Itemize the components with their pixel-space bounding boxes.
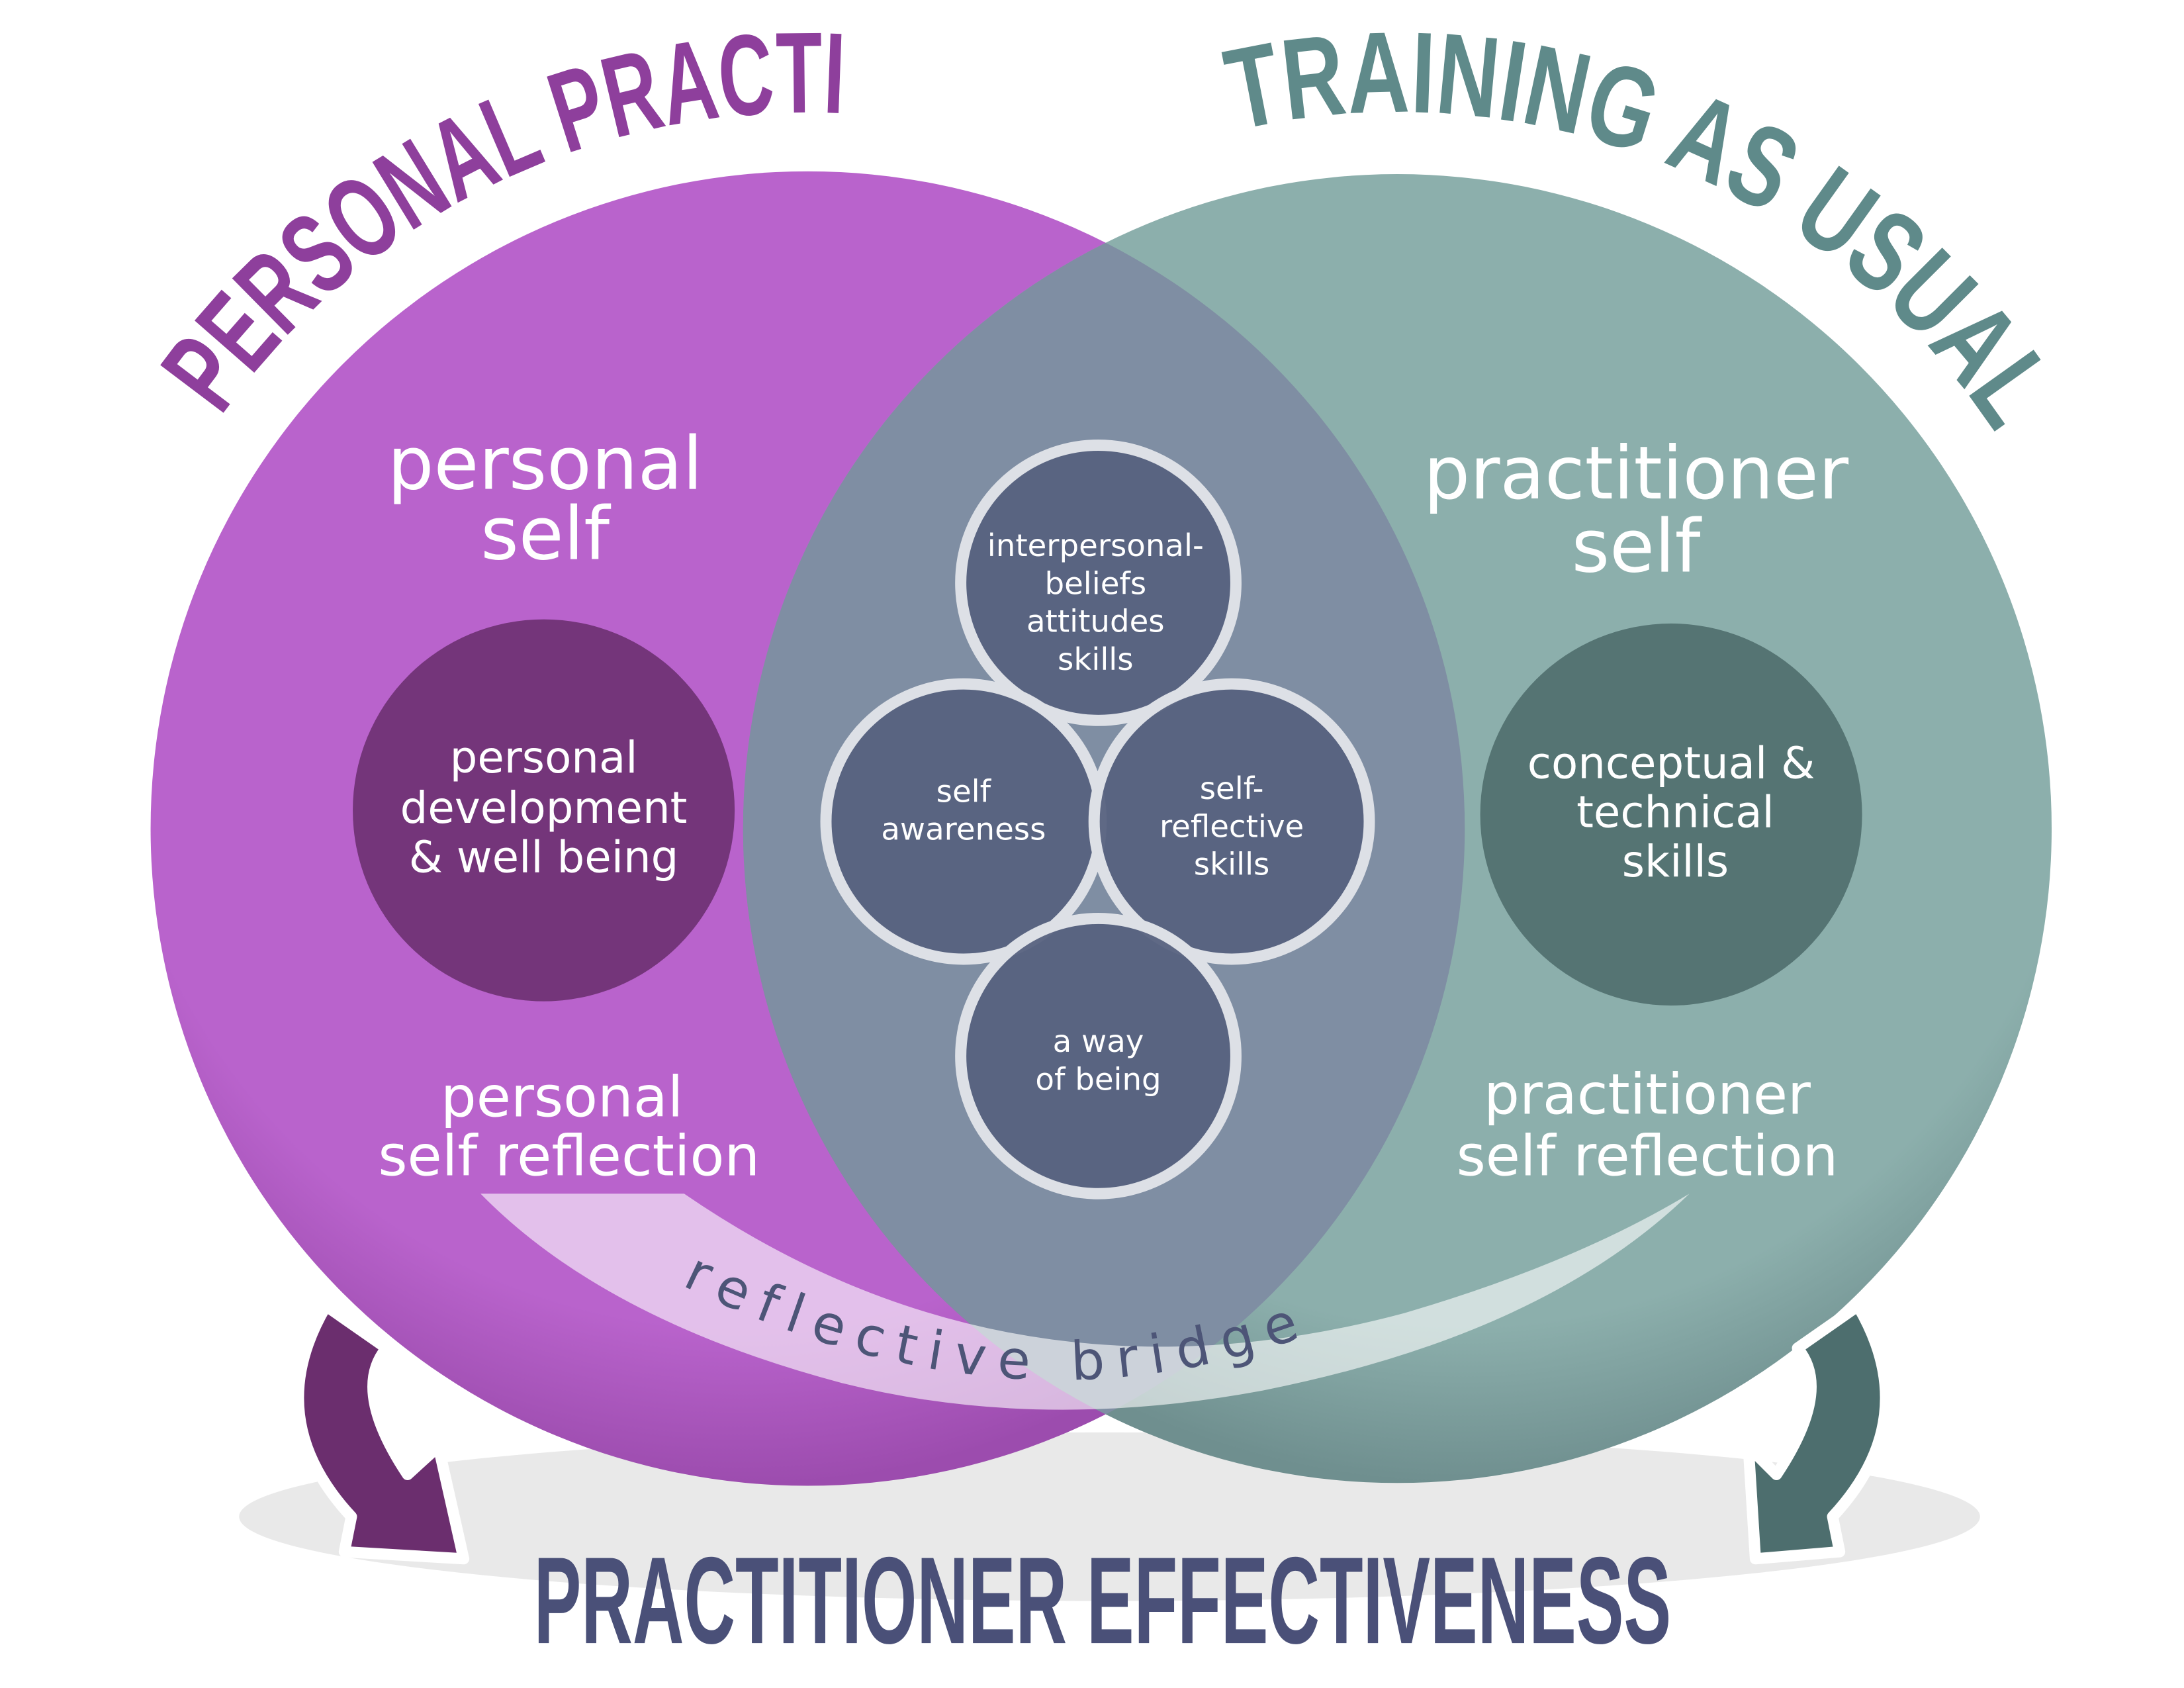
- personal-reflection-1: personal: [441, 1065, 683, 1131]
- self-reflective-3: skills: [1194, 847, 1270, 883]
- practitioner-self-heading-2: self: [1572, 504, 1702, 589]
- interpersonal-circle: [955, 440, 1242, 726]
- practitioner-reflection-1: practitioner: [1484, 1062, 1811, 1127]
- self-reflective-1: self-: [1200, 771, 1264, 807]
- drop-shadow: [239, 1432, 1980, 1601]
- interpersonal-4: skills: [1058, 642, 1134, 678]
- interpersonal-3: attitudes: [1026, 604, 1165, 640]
- personal-core-1: personal: [450, 732, 638, 783]
- way-of-being-circle: [955, 912, 1242, 1199]
- personal-self-heading-2: self: [480, 492, 611, 577]
- self-reflective-circle: [1088, 678, 1375, 965]
- right-curved-arrow-icon: [1743, 1300, 1891, 1565]
- practitioner-core-1: conceptual &: [1527, 737, 1815, 788]
- practitioner-reflection-2: self reflection: [1457, 1124, 1839, 1190]
- practitioner-core-3: skills: [1622, 836, 1729, 887]
- interpersonal-1: interpersonal-: [987, 528, 1204, 564]
- personal-self-heading-1: personal: [388, 422, 703, 506]
- practitioner-self-heading-1: practitioner: [1424, 432, 1849, 516]
- self-reflective-2: reflective: [1160, 809, 1304, 845]
- title-practitioner-effectiveness: PRACTITIONER EFFECTIVENESS: [534, 1531, 1671, 1669]
- reflective-bridge-band: [480, 1194, 1690, 1410]
- personal-core-3: & well being: [409, 831, 679, 882]
- way-of-being-2: of being: [1035, 1062, 1161, 1098]
- left-curved-arrow-icon: [293, 1300, 470, 1565]
- personal-reflection-2: self reflection: [378, 1124, 760, 1190]
- personal-core-2: development: [400, 782, 688, 833]
- personal-development-circle: [353, 619, 735, 1002]
- self-awareness-2: awareness: [881, 812, 1046, 848]
- conceptual-skills-circle: [1480, 623, 1862, 1006]
- way-of-being-1: a way: [1053, 1024, 1144, 1060]
- practitioner-core-2: technical: [1576, 787, 1774, 838]
- interpersonal-2: beliefs: [1044, 566, 1146, 602]
- self-awareness-1: self: [936, 774, 992, 810]
